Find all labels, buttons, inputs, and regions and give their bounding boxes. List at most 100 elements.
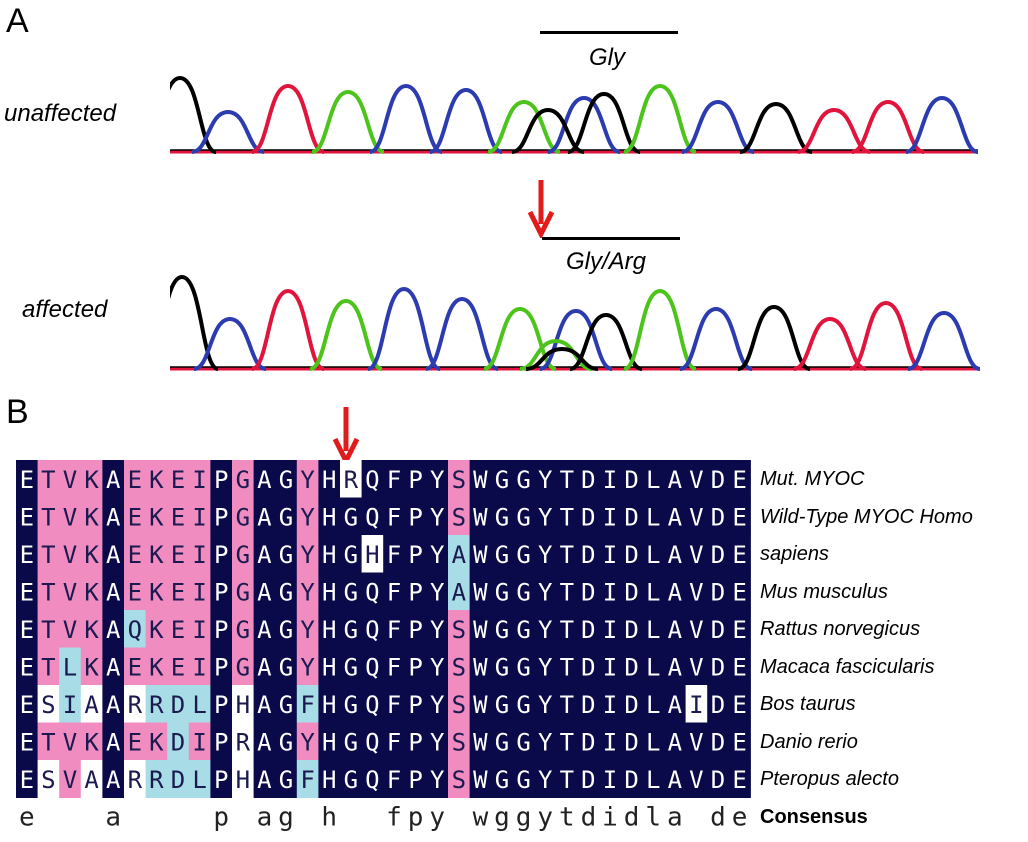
residue-letter: S (452, 653, 466, 681)
residue-letter: W (473, 728, 488, 756)
residue-letter: D (581, 691, 595, 719)
alignment-cell (59, 460, 82, 498)
consensus-letter: y (537, 803, 553, 833)
alignment-cell (275, 685, 298, 723)
residue-letter: H (322, 466, 336, 494)
alignment-cell (275, 610, 298, 648)
alignment-cell (685, 722, 708, 761)
alignment-cell (167, 572, 190, 611)
alignment-cell (275, 497, 298, 536)
residue-letter: T (41, 616, 55, 644)
species-label: Pteropus alecto (760, 768, 899, 790)
trace-peak (369, 83, 443, 154)
residue-letter: I (603, 466, 617, 494)
trace-peak (851, 99, 925, 154)
residue-letter: K (149, 541, 164, 569)
codon-label-top: Gly (589, 44, 625, 71)
residue-letter: E (128, 653, 142, 681)
alignment-cell (556, 722, 579, 761)
residue-letter: L (646, 616, 660, 644)
residue-letter: P (214, 691, 228, 719)
residue-letter: E (128, 541, 142, 569)
alignment-cell (426, 535, 449, 573)
alignment-cell (188, 722, 211, 761)
residue-letter: G (344, 653, 358, 681)
residue-letter: Q (365, 616, 379, 644)
residue-letter: R (344, 466, 359, 494)
residue-letter: D (171, 691, 185, 719)
residue-letter: D (711, 766, 725, 794)
residue-letter: L (192, 766, 206, 794)
residue-letter: G (279, 541, 293, 569)
alignment-cell (664, 685, 687, 723)
species-label: Macaca fascicularis (760, 655, 935, 678)
alignment-cell (728, 722, 751, 761)
residue-letter: D (624, 691, 638, 719)
residue-letter: H (322, 578, 336, 606)
alignment-cell (232, 460, 255, 498)
residue-letter: V (689, 541, 703, 569)
residue-letter: D (171, 728, 185, 756)
residue-letter: Q (365, 466, 379, 494)
alignment-cell (16, 685, 39, 723)
alignment-cell (404, 610, 427, 648)
residue-letter: A (84, 691, 99, 719)
residue-letter: Y (538, 616, 553, 644)
alignment-cell (685, 572, 708, 611)
residue-letter: G (236, 616, 250, 644)
residue-letter: G (344, 728, 358, 756)
trace-peak (193, 316, 267, 371)
residue-letter: E (732, 503, 746, 531)
alignment-cell (80, 535, 103, 573)
residue-letter: W (473, 616, 488, 644)
residue-letter: V (63, 578, 77, 606)
residue-letter: R (149, 766, 164, 794)
residue-letter: D (711, 691, 725, 719)
residue-letter: G (236, 578, 250, 606)
alignment-cell (448, 760, 471, 798)
residue-letter: G (516, 466, 530, 494)
alignment-cell (642, 610, 665, 648)
residue-letter: Q (365, 578, 379, 606)
residue-letter: G (236, 653, 250, 681)
alignment-cell (59, 535, 82, 573)
alignment-cell (620, 760, 643, 798)
alignment-cell (167, 685, 190, 723)
residue-letter: I (63, 691, 77, 719)
residue-letter: P (408, 578, 422, 606)
alignment-cell (145, 760, 168, 798)
alignment-cell (296, 722, 319, 761)
alignment-cell (188, 760, 211, 798)
residue-letter: K (149, 653, 164, 681)
alignment-cell (642, 497, 665, 536)
alignment-cell (599, 572, 622, 611)
alignment-cell (448, 497, 471, 536)
alignment-cell (707, 460, 730, 498)
residue-letter: A (106, 728, 121, 756)
alignment-cell (59, 722, 82, 761)
alignment-cell (728, 460, 751, 498)
alignment-cell (37, 685, 60, 723)
residue-letter: D (624, 503, 638, 531)
residue-letter: G (516, 541, 530, 569)
trace-peak (907, 310, 980, 371)
alignment-cell (80, 572, 103, 611)
alignment-cell (232, 535, 255, 573)
alignment-cell (232, 685, 255, 723)
alignment-cell (707, 722, 730, 761)
trace-peak (681, 99, 755, 154)
residue-letter: G (279, 728, 293, 756)
residue-letter: A (106, 541, 121, 569)
alignment-cell (728, 610, 751, 648)
alignment-cell (469, 535, 492, 573)
alignment-cell (102, 722, 125, 761)
trace-peak (309, 298, 383, 371)
consensus-letter: d (581, 803, 597, 833)
residue-letter: I (192, 653, 206, 681)
alignment-cell (318, 460, 341, 498)
residue-letter: F (387, 541, 401, 569)
residue-letter: H (236, 766, 250, 794)
residue-letter: P (408, 691, 422, 719)
species-label: Danio rerio (760, 730, 858, 753)
residue-letter: G (495, 728, 509, 756)
